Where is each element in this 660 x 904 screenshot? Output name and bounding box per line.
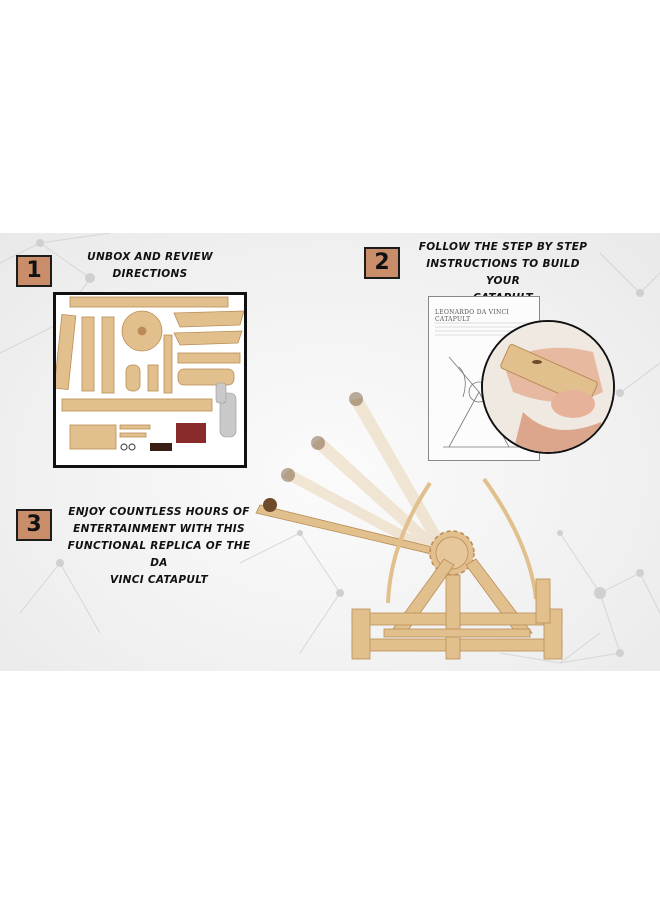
instruction-sheet-title: LEONARDO DA VINCI CATAPULT	[435, 309, 510, 323]
step-3-badge: 3	[16, 509, 52, 541]
kit-parts-photo	[53, 292, 247, 468]
step-3-line-2: ENTERTAINMENT WITH THIS	[73, 523, 245, 535]
kit-parts-illustration	[53, 296, 245, 451]
step-1-line-1: UNBOX AND REVIEW	[87, 251, 213, 263]
catapult-illustration	[255, 392, 563, 660]
infographic-panel: 1 UNBOX AND REVIEW DIRECTIONS	[0, 233, 660, 671]
step-2-line-2: INSTRUCTIONS TO BUILD YOUR	[426, 258, 580, 287]
step-3-text: ENJOY COUNTLESS HOURS OF ENTERTAINMENT W…	[64, 504, 254, 589]
step-3-line-4: VINCI CATAPULT	[110, 574, 208, 586]
step-1-line-2: DIRECTIONS	[112, 268, 188, 280]
step-2-badge: 2	[364, 247, 400, 279]
step-1-text: UNBOX AND REVIEW DIRECTIONS	[70, 249, 230, 283]
hand-holding-piece-illustration	[483, 322, 613, 452]
step-1-badge: 1	[16, 255, 52, 287]
step-3-line-1: ENJOY COUNTLESS HOURS OF	[68, 506, 250, 518]
step-2-line-1: FOLLOW THE STEP BY STEP	[418, 241, 588, 253]
zoomed-hand-photo	[481, 320, 615, 454]
step-3-line-3: FUNCTIONAL REPLICA OF THE DA	[67, 540, 251, 569]
